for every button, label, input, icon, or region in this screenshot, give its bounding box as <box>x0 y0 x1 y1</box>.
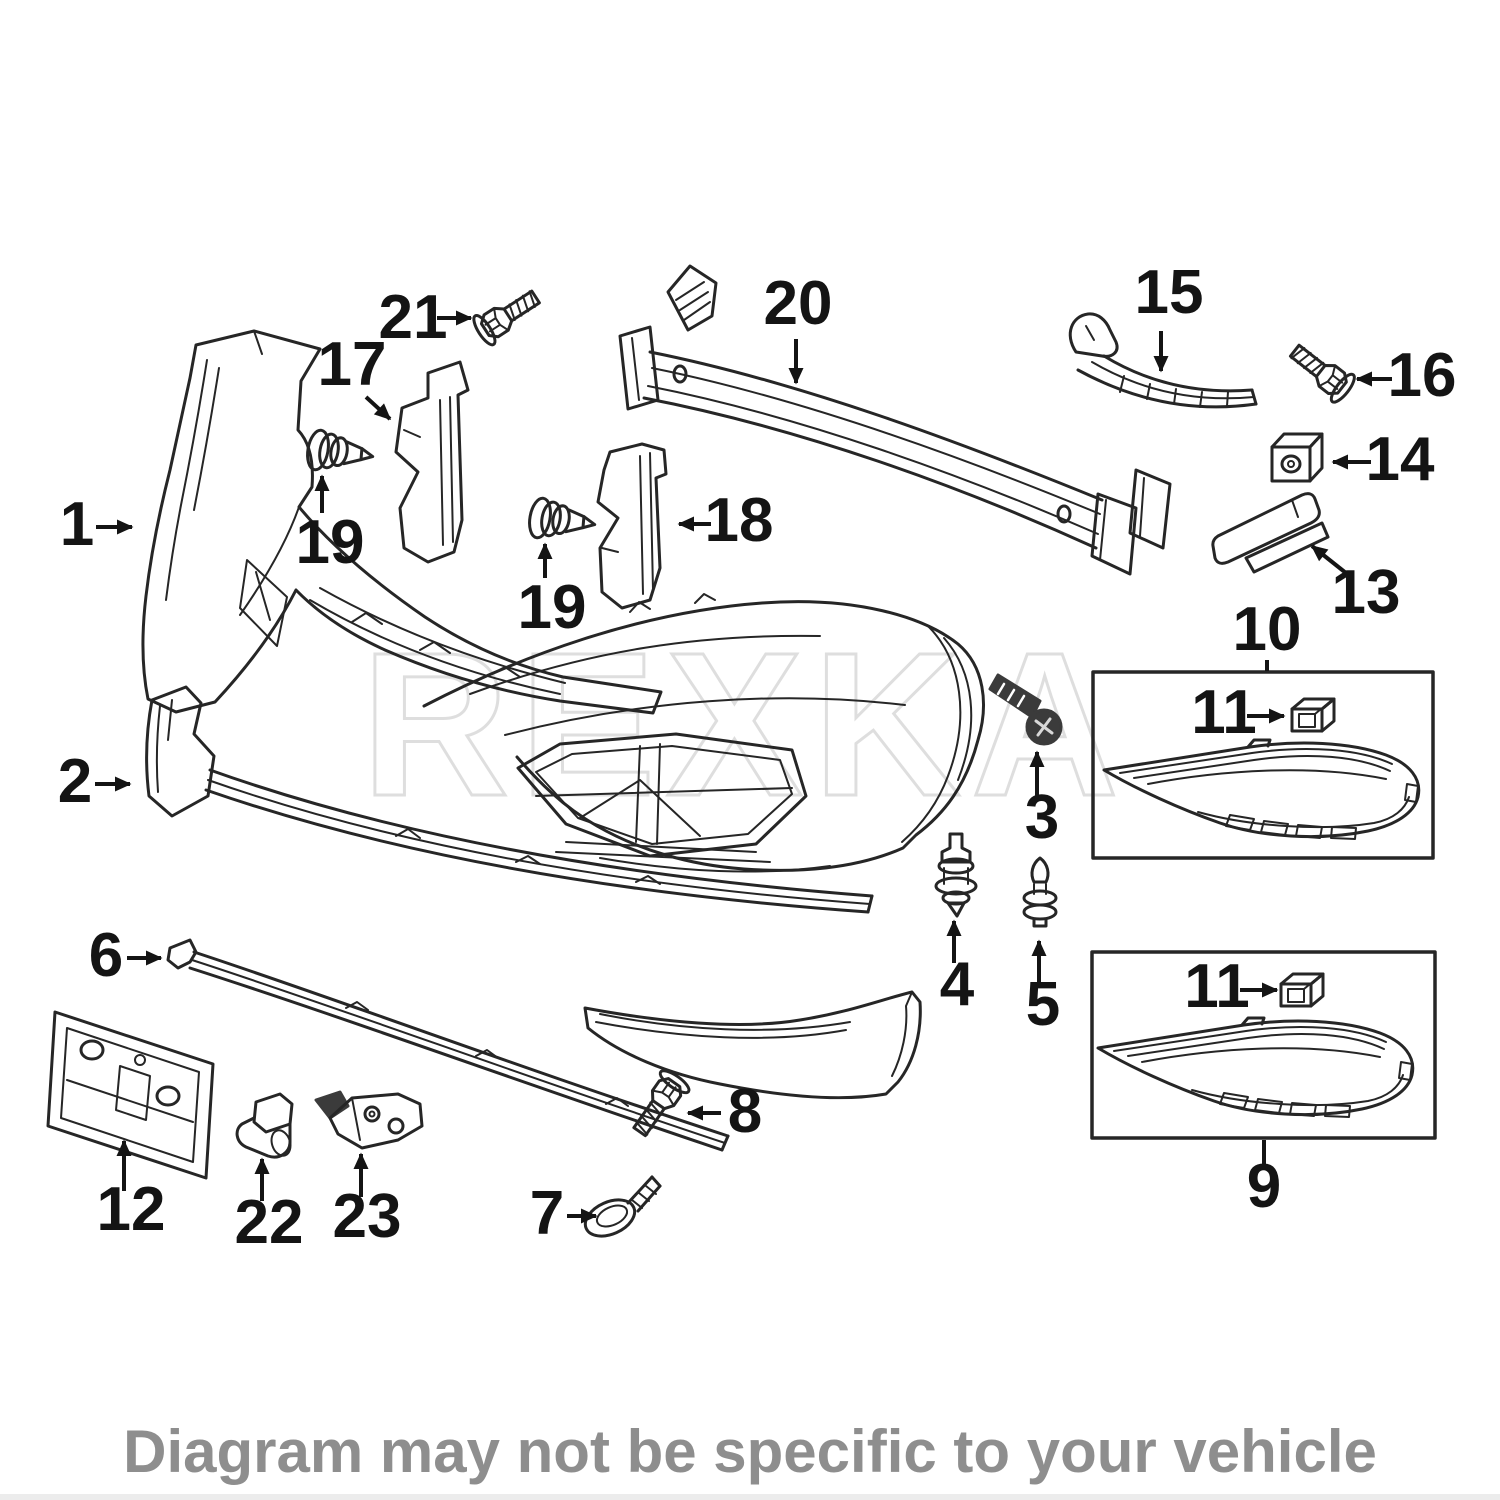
bottom-divider <box>0 1494 1500 1500</box>
callout-18: 18 <box>705 486 774 555</box>
square-nut-14-drawing <box>1270 432 1324 483</box>
callout-2: 2 <box>58 747 92 816</box>
clip-19a-drawing <box>303 427 378 481</box>
bumper-lower-trim-drawing <box>145 685 874 914</box>
callout-22: 22 <box>235 1188 304 1257</box>
screw-7-drawing <box>583 1175 662 1238</box>
callout-23: 23 <box>333 1182 402 1251</box>
callout-8: 8 <box>728 1077 762 1146</box>
bolt-21-drawing <box>468 281 547 350</box>
callout-10: 10 <box>1233 595 1302 664</box>
license-plate-bracket-drawing <box>46 1010 215 1180</box>
callout-14: 14 <box>1366 425 1435 494</box>
callout-7: 7 <box>530 1179 564 1248</box>
callout-9: 9 <box>1247 1152 1281 1221</box>
callout-1: 1 <box>60 490 94 559</box>
callout-5: 5 <box>1026 970 1060 1039</box>
callout-3: 3 <box>1025 783 1059 852</box>
clip-4-drawing <box>934 832 978 918</box>
callout-20: 20 <box>764 269 833 338</box>
bumper-beam-drawing <box>618 264 1172 576</box>
sensor-bracket-23-drawing <box>314 1090 424 1150</box>
screw-3-drawing <box>988 673 1063 746</box>
callout-arrows <box>95 310 1392 1224</box>
callout-16: 16 <box>1388 341 1457 410</box>
fog-garnish-box-9 <box>1090 950 1437 1140</box>
seal-strip-13-drawing <box>1211 492 1330 574</box>
park-sensor-22-drawing <box>235 1092 294 1159</box>
side-support-15-drawing <box>1068 312 1258 409</box>
fog-garnish-box-10 <box>1091 670 1435 860</box>
callout-15: 15 <box>1135 258 1204 327</box>
callout-19b: 19 <box>518 573 587 642</box>
clip-19b-drawing <box>525 495 600 549</box>
spacer-bracket-17-drawing <box>394 360 470 564</box>
callout-13: 13 <box>1332 558 1401 627</box>
callout-19a: 19 <box>296 508 365 577</box>
callout-6: 6 <box>89 921 123 990</box>
callout-4: 4 <box>940 950 975 1019</box>
bumper-lower-lip-drawing <box>583 990 922 1100</box>
clip-5-drawing <box>1022 856 1058 928</box>
spacer-bracket-18-drawing <box>596 442 668 610</box>
callout-11b: 11 <box>1184 952 1250 1021</box>
callout-11a: 11 <box>1191 678 1257 747</box>
callout-12: 12 <box>97 1175 166 1244</box>
bolt-16-drawing <box>1282 335 1360 407</box>
callout-17: 17 <box>318 330 387 399</box>
callout-21: 21 <box>379 283 448 352</box>
disclaimer-caption: Diagram may not be specific to your vehi… <box>123 1418 1377 1485</box>
watermark: REXKA <box>361 610 1129 839</box>
front-bumper-face-drawing <box>422 593 985 873</box>
